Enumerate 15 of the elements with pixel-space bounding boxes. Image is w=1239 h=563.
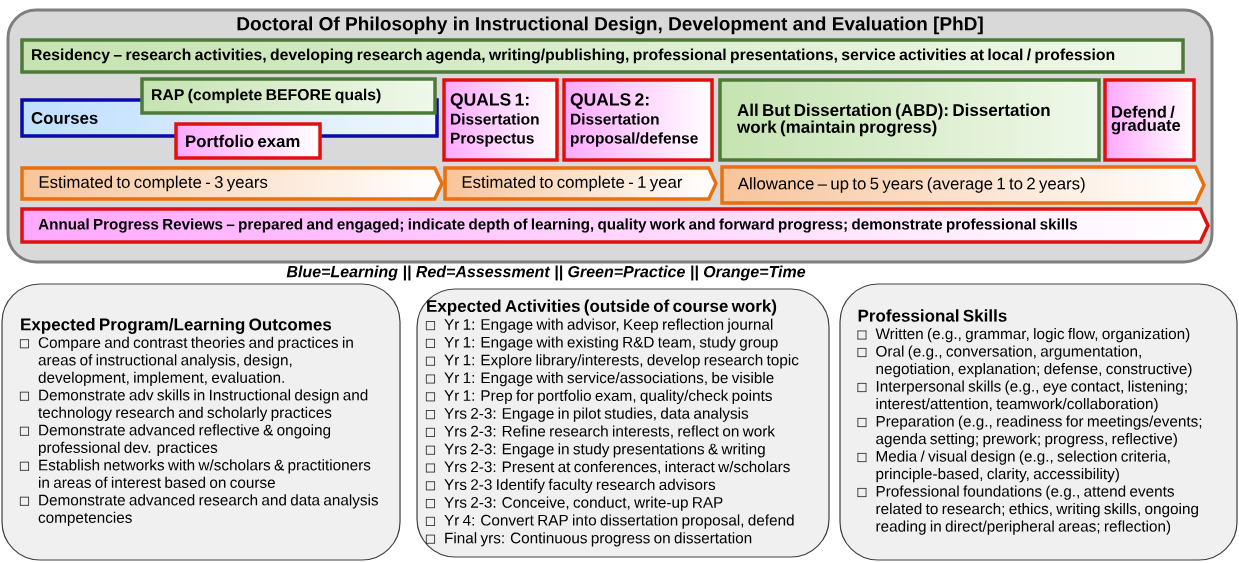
quals-box: QUALS 2: Dissertation proposal/defense bbox=[562, 78, 714, 162]
duration-band: Estimated to complete - 3 years bbox=[20, 166, 444, 201]
residency-bar: Residency – research activities, developing research agenda, writing/publishing, professional presentations, service activities at local / profession bbox=[20, 38, 1185, 74]
rap-box: RAP (complete BEFORE quals) bbox=[140, 77, 437, 115]
legend-text: Blue=Learning || Red=Assessment || Green=Practice || Orange=Time bbox=[286, 265, 806, 281]
quals-box: QUALS 1: Dissertation Prospectus bbox=[442, 78, 559, 162]
review-band: Annual Progress Reviews – prepared and engaged; indicate depth of learning, quality work and forward progress; demonstrate professional skills bbox=[20, 207, 1210, 244]
exam-box: Portfolio exam bbox=[174, 122, 322, 160]
info-panel: Expected Program/Learning Outcomes Compare and contrast theories and practices in areas of instructional analysis, design, development, implement, evaluation. Demonstrate adv skills in Instructional design and technology research and scholarly practices Demonstrate advanced reflective & ongoing professional dev. practices Establish networks with w/scholars & practitioners in areas of interest based on course Demonstrate advanced research and data analysis competencies bbox=[1, 283, 401, 561]
duration-band: Allowance – up to 5 years (average 1 to 2 years) bbox=[720, 165, 1206, 205]
defend-box: Defend / graduate bbox=[1103, 78, 1196, 162]
dissertation-box: All But Dissertation (ABD): Dissertation work (maintain progress) bbox=[718, 78, 1101, 162]
duration-band: Estimated to complete - 1 year bbox=[443, 166, 718, 201]
info-panel: Expected Activities (outside of course work) Yr 1: Engage with advisor, Keep reflection journal Yr 1: Engage with existing R&D team, study group Yr 1: Explore library/interests, develop research topic Yr 1: Engage with service/associations, be visible Yr 1: Prep for portfolio exam, quality/check points Yrs 2-3: Engage in pilot studies, data analysis Yrs 2-3: Refine research interests, reflect on work Yrs 2-3: Engage in study presentations & writing Yrs 2-3: Present at conferences, interact w/scholars Yrs 2-3 Identify faculty research advisors Yrs 2-3: Conceive, conduct, write-up RAP Yr 4: Convert RAP into dissertation proposal, defend Final yrs: Continuous progress on dissertation bbox=[416, 288, 830, 558]
info-panel: Professional Skills Written (e.g., grammar, logic flow, organization) Oral (e.g., conversation, argumentation, negotiation, explanation; defense, constructive) Interpersonal skills (e.g., eye contact, listening; interest/attention, teamwork/collaboration) Preparation (e.g., readiness for meetings/events; agenda setting; prework; progress, reflective) Media / visual design (e.g., selection criteria, principle-based, clarity, accessibility) Professional foundations (e.g., attend events related to research; ethics, writing skills, ongoing reading in direct/peripheral areas; reflection) bbox=[839, 283, 1238, 561]
